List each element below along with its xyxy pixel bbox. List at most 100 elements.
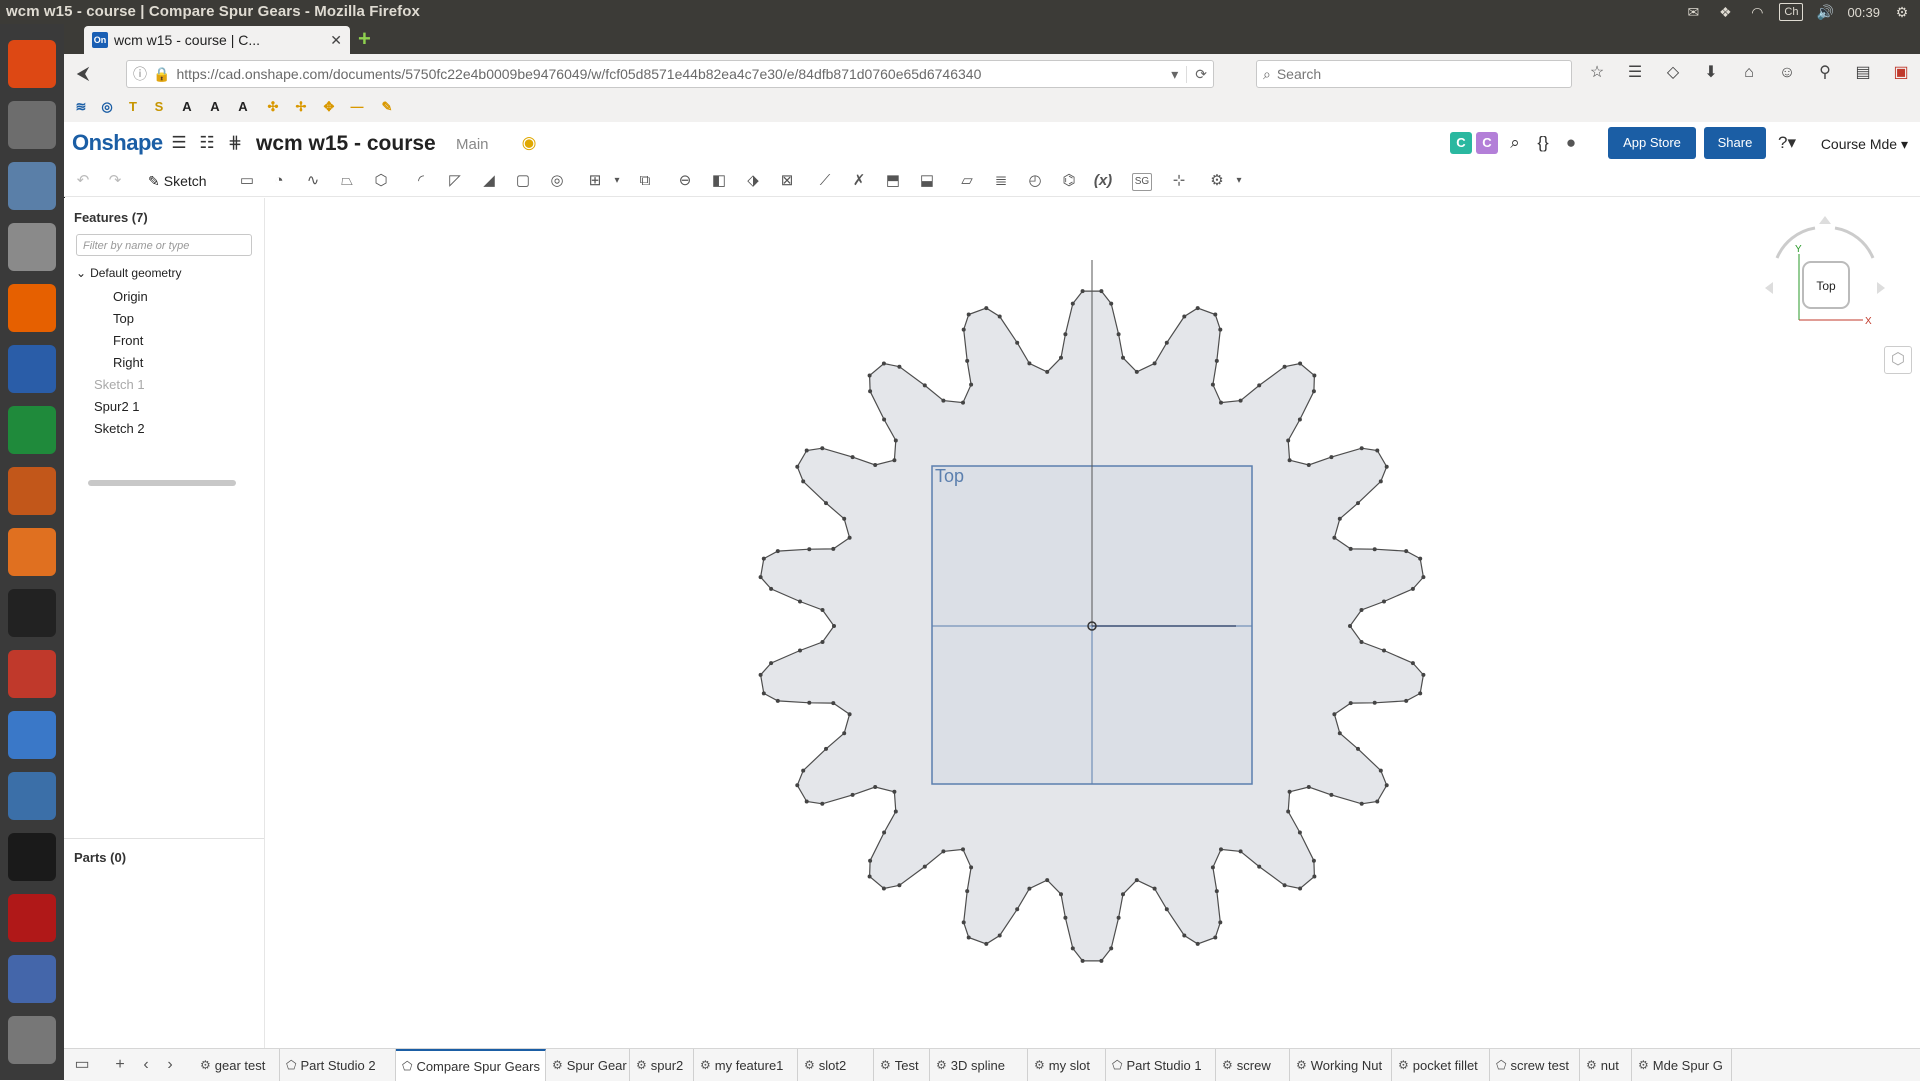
spline-point[interactable] [961,847,965,852]
bookmark-7-icon[interactable]: A [238,99,248,114]
power-gear-icon[interactable]: ⚙ [1895,4,1909,20]
wifi-icon[interactable]: ◠ [1751,4,1764,20]
spline-point[interactable] [831,546,836,551]
spline-point[interactable] [1210,382,1215,387]
spline-point[interactable] [893,438,898,443]
spline-point[interactable] [1027,886,1032,891]
spline-point[interactable] [824,746,828,751]
redo-icon[interactable]: ↷ [108,172,122,189]
spline-point[interactable] [795,464,800,469]
kdiff3-icon[interactable] [8,955,56,1003]
spline-point[interactable] [1213,935,1218,940]
spline-point[interactable] [1282,883,1287,888]
collaborator-avatar[interactable]: C [1476,132,1498,154]
spline-point[interactable] [1164,907,1169,912]
spline-point[interactable] [842,516,847,521]
helix-icon[interactable]: ≣ [994,172,1008,189]
files-icon[interactable] [8,101,56,149]
downloads-icon[interactable]: ⬇ [1704,64,1718,81]
spline-point[interactable] [1348,701,1353,706]
spline-point[interactable] [1384,464,1389,469]
spline-point[interactable] [807,700,812,705]
panel-divider[interactable] [64,838,264,839]
spline-point[interactable] [1378,768,1383,773]
spline-point[interactable] [807,547,812,552]
public-document-icon[interactable]: ◉ [521,133,537,152]
bookmark-12-icon[interactable]: ✎ [381,99,393,114]
spline-point[interactable] [1337,731,1342,736]
custom-features-icon[interactable]: ⚙ [1210,172,1224,189]
spline-point[interactable] [1080,958,1085,963]
rotate-up-icon[interactable] [1819,216,1831,224]
spline-point[interactable] [798,648,802,653]
add-custom-feature-icon[interactable]: ⊹ [1172,172,1186,189]
spline-point[interactable] [832,624,836,628]
spline-point[interactable] [965,889,970,894]
scroll-tabs-right-icon[interactable]: › [167,1056,173,1073]
spline-point[interactable] [1195,306,1200,311]
bookmark-6-icon[interactable]: A [210,99,220,114]
dropbox-icon[interactable]: ❖ [1719,4,1732,20]
spline-point[interactable] [820,801,825,806]
spline-point[interactable] [867,874,872,879]
spline-point[interactable] [1134,369,1139,374]
spline-point[interactable] [1286,809,1291,814]
spline-point[interactable] [1063,332,1068,337]
chamfer-icon[interactable]: ◸ [449,172,461,189]
spline-point[interactable] [1015,907,1020,912]
spline-point[interactable] [922,864,927,869]
sweep-icon[interactable]: ∿ [306,172,320,189]
clock[interactable]: 00:39 [1847,4,1880,20]
element-tab[interactable]: ⚙Working Nut [1290,1049,1392,1081]
spline-point[interactable] [1182,933,1187,938]
element-tab[interactable]: ⚙Mde Spur G [1632,1049,1732,1081]
spline-point[interactable] [1356,746,1360,751]
spline-point[interactable] [1070,301,1075,306]
spline-point[interactable] [1421,672,1426,677]
scroll-tabs-left-icon[interactable]: ‹ [143,1056,149,1073]
thicken-icon[interactable]: ⬡ [374,172,388,189]
pattern-icon[interactable]: ⊞ [588,172,602,189]
spline-point[interactable] [1298,886,1303,891]
spline-point[interactable] [758,672,763,677]
featurescript-icon[interactable]: {} [1537,133,1549,152]
delete-face-icon[interactable]: ✗ [852,172,866,189]
rotate-right-icon[interactable] [1877,282,1885,294]
spline-point[interactable] [1219,400,1223,405]
spline-point[interactable] [824,501,828,506]
view-cube-face[interactable] [1802,261,1850,309]
revolve-icon[interactable]: ◔ [274,172,284,189]
bookmark-star-icon[interactable]: ☆ [1589,64,1605,81]
origin-marker[interactable] [1087,621,1097,631]
element-tab[interactable]: ⚙gear test [194,1049,280,1081]
replace-face-icon[interactable]: ⬓ [919,172,935,189]
spline-point[interactable] [1410,586,1415,591]
spur-gear-feature-icon[interactable]: SG [1132,173,1152,191]
spline-point[interactable] [1332,712,1337,717]
text-editor-icon[interactable] [8,223,56,271]
share-button[interactable]: Share [1704,127,1766,159]
sketch-button[interactable]: ✎ Sketch [148,170,207,192]
pattern-dropdown-icon[interactable]: ▾ [614,175,620,186]
spline-point[interactable] [1378,479,1383,484]
variable-icon[interactable]: (x) [1093,172,1113,189]
spline-point[interactable] [1238,849,1243,854]
rotate-left-icon[interactable] [1765,282,1773,294]
spline-point[interactable] [984,306,989,311]
hello-icon[interactable]: ☺ [1778,64,1796,81]
spline-point[interactable] [1306,785,1311,789]
firefox-icon[interactable] [8,284,56,332]
spline-point[interactable] [761,556,766,561]
writer-icon[interactable] [8,345,56,393]
spline-point[interactable] [1372,700,1377,705]
branch-name[interactable]: Main [456,136,489,153]
element-tab[interactable]: ⬠screw test [1490,1049,1580,1081]
spline-point[interactable] [969,382,974,387]
undo-icon[interactable]: ↶ [76,172,90,189]
spline-point[interactable] [820,608,825,612]
spline-point[interactable] [965,358,970,363]
extension-icon[interactable]: ⚲ [1819,64,1831,81]
custom-features-dropdown-icon[interactable]: ▾ [1236,175,1242,186]
spline-point[interactable] [1109,946,1114,951]
feature-filter-input[interactable]: Filter by name or type [76,234,252,256]
